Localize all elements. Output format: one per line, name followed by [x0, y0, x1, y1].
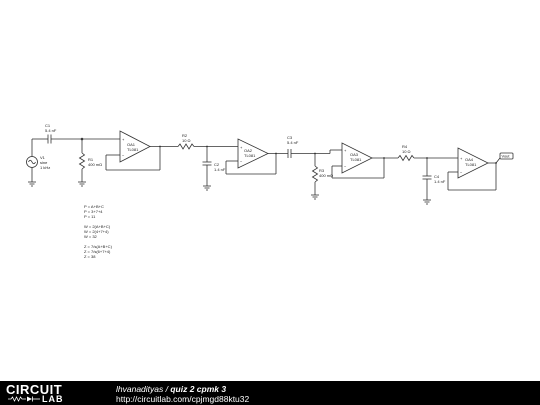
r1-name: R1	[88, 157, 94, 162]
note-line: Z = 7/s(A+B+C)	[84, 244, 112, 249]
r4-value: 10 Ω	[402, 149, 411, 154]
title-separator: /	[163, 384, 171, 394]
footer-bar: CIRCUIT LAB lhvanadityas / quiz 2 cpmk 3…	[0, 381, 540, 405]
resistor-diode-icon	[8, 396, 40, 402]
ground-symbol	[203, 185, 211, 191]
c2-name: C2	[214, 162, 220, 167]
capacitor-c3[interactable]	[287, 149, 292, 158]
oa2-name: OA2	[244, 148, 253, 153]
oa1-plus: +	[122, 137, 125, 142]
oa1-minus: −	[122, 153, 125, 158]
ground-symbol	[78, 181, 86, 187]
c4-value: 1.4 nF	[434, 179, 446, 184]
circuit-schematic: V1 sine 1 kHz C1 5.4 nF R1 400 mΩ + − OA…	[26, 123, 514, 205]
oa1-model: TL081	[127, 147, 139, 152]
oa3-minus: −	[344, 164, 347, 169]
oa2-model: TL081	[244, 153, 256, 158]
capacitor-c1[interactable]	[47, 134, 52, 144]
opamp-oa3[interactable]	[341, 142, 373, 174]
oa1-name: OA1	[127, 142, 136, 147]
c3-name: C3	[287, 135, 293, 140]
opamp-oa2[interactable]	[237, 138, 269, 169]
note-line: P = 3+7+4	[84, 209, 103, 214]
note-line: Z = 38	[84, 254, 96, 259]
note-line: Z = 7/s(6+7+4)	[84, 249, 111, 254]
equation-notes: P = A+B+C P = 3+7+4 P = 11 W = 2(A+B+C) …	[84, 204, 112, 259]
vout-probe[interactable]	[499, 152, 514, 160]
ground-symbol	[311, 194, 319, 200]
c3-value: 5.4 nF	[287, 140, 299, 145]
logo-text-bottom: LAB	[42, 394, 64, 404]
r2-name: R2	[182, 133, 188, 138]
oa4-model: TL081	[465, 162, 477, 167]
circuit-url[interactable]: http://circuitlab.com/cpjmgd88ktu32	[116, 394, 250, 404]
sine-symbol	[28, 159, 36, 165]
v1-name: V1	[40, 155, 46, 160]
v1-freq: 1 kHz	[40, 165, 50, 170]
circuit-title: lhvanadityas / quiz 2 cpmk 3	[116, 384, 226, 394]
oa4-minus: −	[460, 170, 463, 175]
note-line: W = 32	[84, 234, 97, 239]
oa3-name: OA3	[350, 152, 359, 157]
capacitor-c2[interactable]	[202, 161, 212, 166]
oa3-model: TL081	[350, 157, 362, 162]
c4-name: C4	[434, 174, 440, 179]
r1-value: 400 mΩ	[88, 162, 102, 167]
resistor-r3[interactable]	[311, 165, 319, 183]
ground-symbol	[28, 181, 36, 187]
note-line: P = 11	[84, 214, 96, 219]
note-line: W = 2(A+B+C)	[84, 224, 111, 229]
c2-value: 1.4 nF	[214, 167, 226, 172]
note-line: P = A+B+C	[84, 204, 104, 209]
oa2-plus: +	[240, 145, 243, 150]
r3-name: R3	[319, 168, 325, 173]
oa4-name: OA4	[465, 157, 474, 162]
logo-text-top: CIRCUIT	[6, 382, 63, 397]
r4-name: R4	[402, 144, 408, 149]
note-line: W = 2(4+7+4)	[84, 229, 109, 234]
author-name[interactable]: lhvanadityas	[116, 384, 164, 394]
v1-amp: sine	[40, 160, 48, 165]
capacitor-c4[interactable]	[422, 175, 432, 180]
opamp-oa4[interactable]	[457, 147, 489, 179]
resistor-r1[interactable]	[78, 152, 86, 170]
c1-name: C1	[45, 123, 51, 128]
r3-value: 400 mΩ	[319, 173, 333, 178]
c1-value: 5.4 nF	[45, 128, 57, 133]
project-name[interactable]: quiz 2 cpmk 3	[170, 384, 227, 394]
oa2-minus: −	[240, 159, 243, 164]
oa3-plus: +	[344, 148, 347, 153]
resistor-r2[interactable]	[177, 143, 195, 150]
r2-value: 10 Ω	[182, 138, 191, 143]
circuitlab-logo[interactable]: CIRCUIT LAB	[6, 382, 96, 404]
vout-label: Vout	[502, 154, 511, 159]
opamp-oa1[interactable]	[119, 130, 151, 163]
resistor-r4[interactable]	[397, 154, 415, 162]
oa4-plus: +	[460, 156, 463, 161]
ground-symbol	[423, 199, 431, 205]
